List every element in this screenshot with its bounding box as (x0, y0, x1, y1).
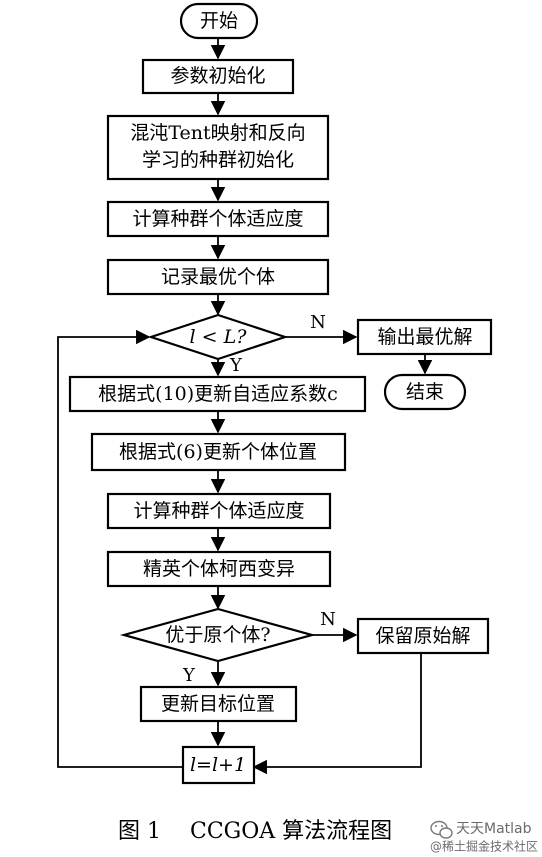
update-c-label: 根据式(10)更新自适应系数c (98, 383, 338, 405)
update-target-label: 更新目标位置 (161, 693, 275, 715)
edges (57, 38, 433, 775)
label-better-yes: Y (182, 665, 196, 686)
watermark-community: @稀土掘金技术社区 (430, 839, 538, 854)
node-fitness1: 计算种群个体适应度 (106, 200, 330, 238)
node-fitness2: 计算种群个体适应度 (106, 492, 332, 530)
node-chaos-init: 混沌Tent映射和反向 学习的种群初始化 (106, 114, 330, 181)
update-pos-box (90, 432, 347, 472)
watermark-account: 天天Matlab (456, 821, 532, 837)
end-label: 结束 (406, 381, 444, 403)
edge-keep-increment (252, 653, 422, 775)
figure-title: CCGOA 算法流程图 (190, 819, 392, 844)
edge-increment-loopback (57, 329, 183, 768)
label-loop-no: N (310, 312, 326, 333)
node-increment: l=l+1 (181, 745, 256, 785)
update-c-box (68, 375, 367, 413)
figure-number: 图 1 (118, 819, 161, 844)
node-end: 结束 (383, 373, 467, 411)
output-best-box (356, 318, 493, 356)
record-best-label: 记录最优个体 (161, 266, 275, 288)
wechat-icon (430, 820, 453, 839)
node-update-target: 更新目标位置 (139, 685, 298, 723)
fitness2-box (106, 492, 332, 530)
node-cond-better: 优于原个体? (119, 607, 317, 663)
init-params-label: 参数初始化 (170, 65, 265, 87)
start-terminal (179, 2, 259, 40)
keep-orig-label: 保留原始解 (375, 625, 470, 647)
end-terminal (383, 373, 467, 411)
cond-loop-diamond (147, 313, 289, 361)
init-params-box (141, 58, 295, 95)
mutation-box (106, 550, 332, 588)
chaos-init-box (106, 114, 330, 181)
start-label: 开始 (200, 10, 238, 32)
record-best-box (106, 258, 330, 296)
output-best-label: 输出最优解 (377, 326, 472, 348)
update-target-box (139, 685, 298, 723)
watermark: 天天Matlab @稀土掘金技术社区 (430, 820, 538, 854)
label-loop-yes: Y (229, 355, 243, 376)
mutation-label: 精英个体柯西变异 (143, 558, 295, 580)
increment-label: l=l+1 (190, 754, 246, 776)
chaos-init-label-line2: 学习的种群初始化 (142, 149, 294, 171)
keep-orig-box (356, 617, 490, 655)
node-mutation: 精英个体柯西变异 (106, 550, 332, 588)
node-update-pos: 根据式(6)更新个体位置 (90, 432, 347, 472)
label-better-no: N (320, 609, 336, 630)
cond-better-label: 优于原个体? (165, 624, 270, 646)
update-pos-label: 根据式(6)更新个体位置 (119, 441, 317, 463)
cond-better-diamond (119, 607, 317, 663)
node-output-best: 输出最优解 (356, 318, 493, 356)
node-start: 开始 (179, 2, 259, 40)
node-update-c: 根据式(10)更新自适应系数c (68, 375, 367, 413)
fitness1-box (106, 200, 330, 238)
fitness1-label: 计算种群个体适应度 (132, 208, 303, 230)
chaos-init-label-line1: 混沌Tent映射和反向 (130, 122, 305, 144)
fitness2-label: 计算种群个体适应度 (133, 500, 304, 522)
node-init-params: 参数初始化 (141, 58, 295, 95)
increment-box (181, 745, 256, 785)
node-keep-orig: 保留原始解 (356, 617, 490, 655)
node-cond-loop: l < L? (147, 313, 289, 361)
cond-loop-label: l < L? (190, 326, 248, 348)
node-record-best: 记录最优个体 (106, 258, 330, 296)
